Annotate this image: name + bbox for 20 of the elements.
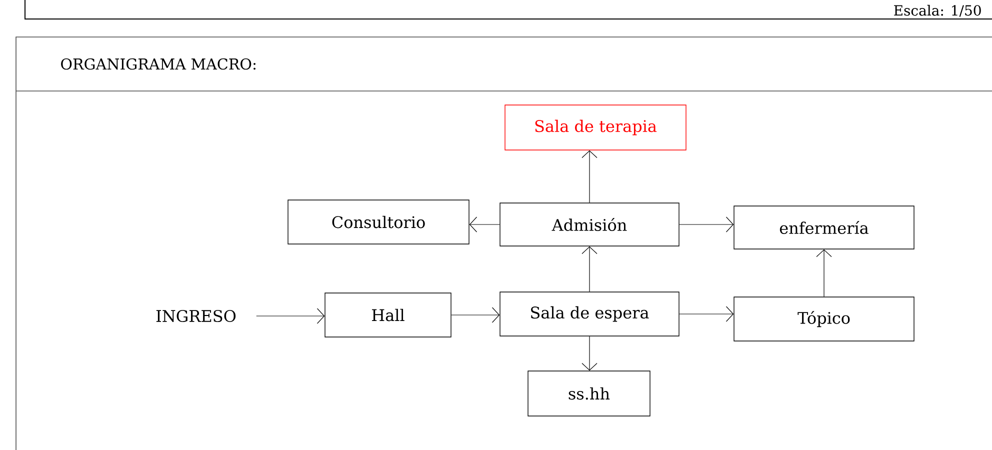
process-box: Tópico [734,296,914,342]
process-box: ss.hh [528,370,650,416]
heading: ORGANIGRAMA MACRO: [61,58,256,70]
process-box: Admisión [500,202,680,246]
process-box: Hall [324,292,452,338]
arrow [582,336,598,371]
arrow [256,308,325,324]
process-box: enfermería [734,206,914,250]
scale-note: Escala: 1/50 [894,4,981,17]
arrow [679,306,734,322]
process-box: Sala de espera [500,292,680,336]
process-box: Consultorio [288,200,470,244]
arrow [582,246,598,292]
arrow [469,216,500,232]
entry-label: INGRESO [156,310,236,322]
arrow [451,307,500,323]
arrow [816,249,832,297]
arrow [679,216,734,232]
process-box: Sala de terapia [504,104,686,150]
arrow [582,150,598,203]
